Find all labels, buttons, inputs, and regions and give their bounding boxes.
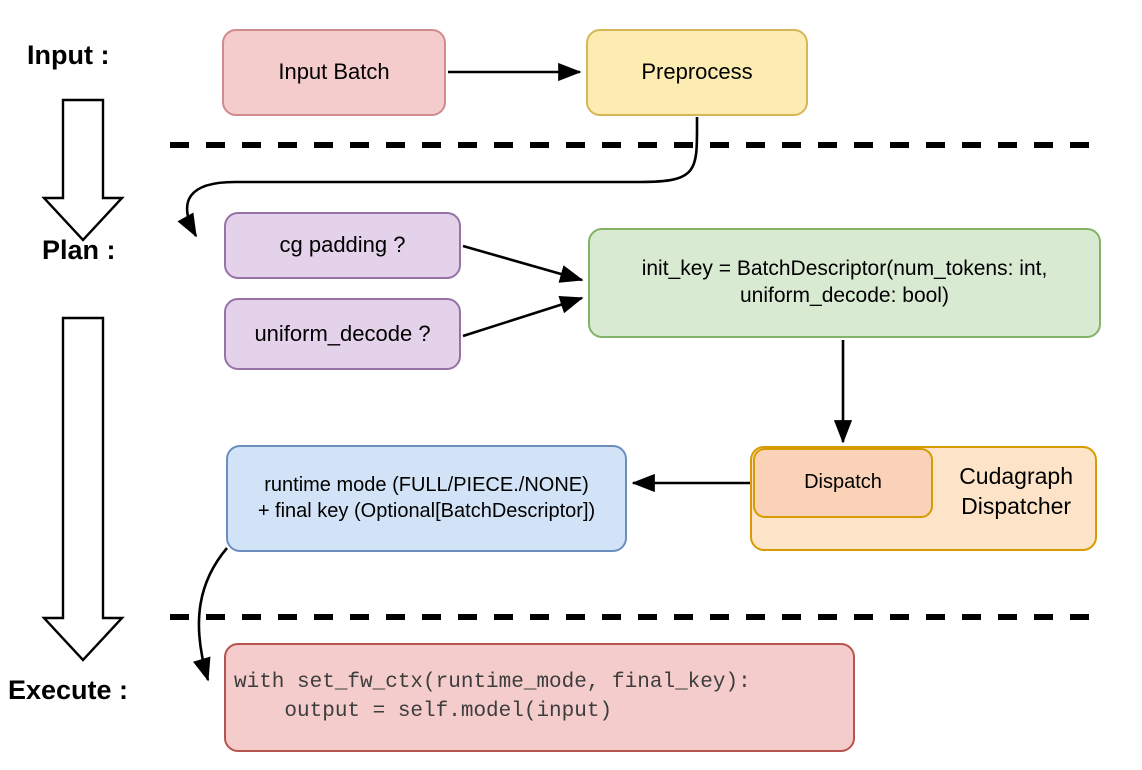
stage-label-input: Input : [27, 40, 110, 70]
node-cg-padding[interactable]: cg padding ? [224, 212, 461, 279]
node-dispatch-label: Dispatch [804, 471, 882, 494]
node-cg-padding-label: cg padding ? [279, 232, 406, 258]
node-runtime-mode-line2: + final key (Optional[BatchDescriptor]) [257, 499, 596, 522]
node-dispatch[interactable]: Dispatch [753, 448, 933, 518]
node-init-key-text: init_key = BatchDescriptor(num_tokens: i… [642, 256, 1048, 310]
connector-cg-padding-to-init-key [462, 244, 584, 283]
node-cudagraph-dispatcher-text: Cudagraph Dispatcher [959, 462, 1073, 521]
node-init-key-line1: init_key = BatchDescriptor(num_tokens: i… [641, 257, 1048, 281]
node-code-block[interactable]: with set_fw_ctx(runtime_mode, final_key)… [224, 643, 855, 752]
node-init-key-line2: uniform_decode: bool) [740, 284, 949, 307]
node-runtime-mode[interactable]: runtime mode (FULL/PIECE./NONE) + final … [226, 445, 627, 552]
plan-to-execute-block-arrow [41, 316, 125, 662]
node-preprocess[interactable]: Preprocess [586, 29, 808, 116]
node-code-block-text: with set_fw_ctx(runtime_mode, final_key)… [234, 669, 751, 727]
node-runtime-mode-text: runtime mode (FULL/PIECE./NONE) + final … [258, 473, 595, 524]
stage-label-plan: Plan : [42, 235, 116, 265]
node-runtime-mode-line1: runtime mode (FULL/PIECE./NONE) [264, 473, 589, 496]
node-input-batch[interactable]: Input Batch [222, 29, 446, 116]
stage-label-execute: Execute : [8, 675, 129, 705]
connector-uniform-decode-to-init-key [462, 295, 584, 338]
node-uniform-decode-label: uniform_decode ? [254, 320, 431, 346]
node-cudagraph-dispatcher-line1: Cudagraph [959, 463, 1073, 490]
node-code-block-line1: with set_fw_ctx(runtime_mode, final_key)… [234, 670, 751, 694]
node-cudagraph-dispatcher-line2: Dispatcher [961, 492, 1072, 519]
node-init-key[interactable]: init_key = BatchDescriptor(num_tokens: i… [588, 228, 1101, 338]
node-code-block-line2: output = self.model(input) [234, 699, 613, 723]
input-to-plan-block-arrow [41, 98, 125, 242]
node-uniform-decode[interactable]: uniform_decode ? [224, 298, 461, 370]
node-preprocess-label: Preprocess [641, 59, 753, 85]
node-input-batch-label: Input Batch [278, 59, 390, 85]
connector-runtime-mode-to-code-block [193, 547, 228, 682]
